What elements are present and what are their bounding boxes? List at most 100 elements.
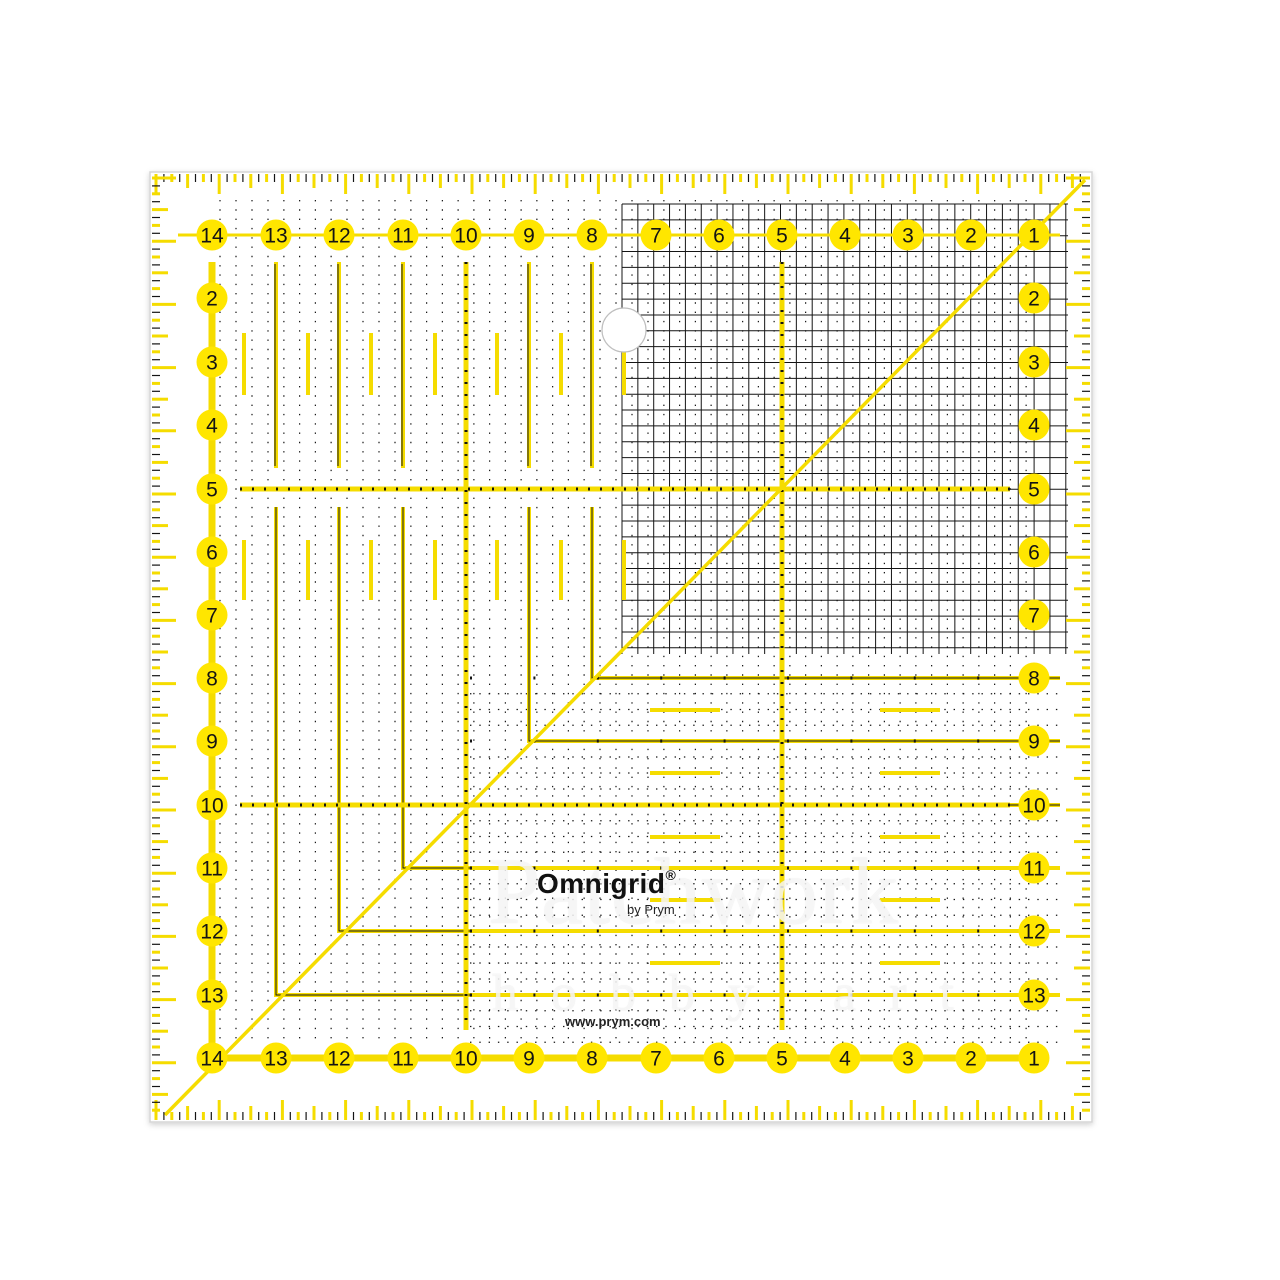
- right-scale-label-badge: [1018, 979, 1050, 1011]
- hanging-hole: [601, 307, 647, 353]
- top-scale-label-badge: [1018, 219, 1050, 251]
- right-scale-label-badge: [1018, 473, 1050, 505]
- right-scale-label-badge: [1018, 599, 1050, 631]
- left-scale-label-badge: [196, 536, 228, 568]
- bottom-scale-label: 4: [839, 1048, 851, 1071]
- bottom-scale-label-badge: [513, 1042, 545, 1074]
- left-scale-label-badge: [196, 725, 228, 757]
- top-scale-label-badge: [513, 219, 545, 251]
- bottom-scale-label: 1: [1028, 1048, 1040, 1071]
- right-scale-label-badge: [1018, 789, 1050, 821]
- top-scale-label-badge: [892, 219, 924, 251]
- bottom-scale-label-badge: [640, 1042, 672, 1074]
- top-scale-label-badge: [196, 219, 228, 251]
- top-scale-label: 4: [839, 225, 851, 248]
- left-scale-label-badge: [196, 979, 228, 1011]
- left-scale-label-badge: [196, 789, 228, 821]
- top-scale-label: 8: [586, 225, 598, 248]
- left-scale-label: 12: [200, 921, 223, 944]
- top-scale-label: 9: [523, 225, 535, 248]
- right-scale-label-badge: [1018, 725, 1050, 757]
- left-scale-label-badge: [196, 409, 228, 441]
- right-scale-label-badge: [1018, 662, 1050, 694]
- top-scale-label: 14: [200, 225, 224, 248]
- watermark-line-1: Patchwork: [488, 840, 900, 944]
- bottom-scale-label: 8: [586, 1048, 598, 1071]
- watermark-line-2: hobby art: [492, 965, 987, 1022]
- left-scale-label: 2: [206, 288, 218, 311]
- top-scale-label-badge: [955, 219, 987, 251]
- left-scale-label-badge: [196, 662, 228, 694]
- bottom-scale-label-badge: [450, 1042, 482, 1074]
- bottom-scale-label-badge: [196, 1042, 228, 1074]
- bottom-scale-label-badge: [260, 1042, 292, 1074]
- top-scale-label: 2: [965, 225, 977, 248]
- left-scale-label-badge: [196, 915, 228, 947]
- right-scale-label-badge: [1018, 346, 1050, 378]
- top-scale-label: 3: [902, 225, 914, 248]
- top-scale-label: 1: [1028, 225, 1040, 248]
- left-scale-label: 13: [200, 985, 223, 1008]
- top-scale-label-badge: [766, 219, 798, 251]
- right-scale-label: 5: [1028, 479, 1040, 502]
- left-scale-label-badge: [196, 599, 228, 631]
- top-scale-label: 12: [327, 225, 350, 248]
- left-scale-label: 10: [200, 795, 223, 818]
- right-scale-label-badge: [1018, 915, 1050, 947]
- left-scale-label: 8: [206, 668, 218, 691]
- diagonal-45-line: [163, 178, 1087, 1117]
- website-text: www.prym.com: [565, 1014, 661, 1029]
- top-scale-label: 10: [454, 225, 477, 248]
- right-scale-label: 3: [1028, 352, 1040, 375]
- left-scale-label: 6: [206, 542, 218, 565]
- left-scale-label: 5: [206, 479, 218, 502]
- top-scale-label-badge: [829, 219, 861, 251]
- brand-logo: Omnigrid®: [537, 867, 677, 899]
- left-scale-label-badge: [196, 282, 228, 314]
- top-scale-label: 11: [392, 225, 414, 248]
- ruler-grid: [152, 174, 1090, 1120]
- bottom-scale-label-badge: [576, 1042, 608, 1074]
- right-scale-label: 11: [1023, 858, 1045, 881]
- bottom-scale-label-badge: [1018, 1042, 1050, 1074]
- right-scale-label: 10: [1022, 795, 1045, 818]
- bottom-scale-label-badge: [387, 1042, 419, 1074]
- bottom-scale-label-badge: [892, 1042, 924, 1074]
- bottom-scale-label: 7: [650, 1048, 662, 1071]
- top-scale-label-badge: [576, 219, 608, 251]
- top-scale-label: 5: [776, 225, 788, 248]
- right-scale-label-badge: [1018, 409, 1050, 441]
- right-scale-label: 6: [1028, 542, 1040, 565]
- left-scale-label: 9: [206, 731, 218, 754]
- right-scale-label-badge: [1018, 536, 1050, 568]
- right-scale-label: 7: [1028, 605, 1040, 628]
- top-scale-label-badge: [387, 219, 419, 251]
- bottom-scale-label-badge: [323, 1042, 355, 1074]
- registered-mark: ®: [665, 867, 677, 883]
- left-scale-label: 4: [206, 415, 218, 438]
- top-scale-label-badge: [323, 219, 355, 251]
- corner-guide-core: [528, 507, 1060, 742]
- bottom-scale-label: 9: [523, 1048, 535, 1071]
- right-scale-label: 8: [1028, 668, 1040, 691]
- bottom-scale-label: 11: [392, 1048, 414, 1071]
- bottom-scale-label-badge: [766, 1042, 798, 1074]
- right-scale-label: 2: [1028, 288, 1040, 311]
- top-scale-label-badge: [450, 219, 482, 251]
- right-scale-label-badge: [1018, 852, 1050, 884]
- right-scale-label: 9: [1028, 731, 1040, 754]
- left-scale-label-badge: [196, 346, 228, 378]
- bottom-scale-label: 3: [902, 1048, 914, 1071]
- top-scale-label: 7: [650, 225, 662, 248]
- bottom-scale-label-badge: [955, 1042, 987, 1074]
- top-scale-label-badge: [640, 219, 672, 251]
- corner-guide-core: [591, 507, 1060, 679]
- top-scale-label-badge: [260, 219, 292, 251]
- bottom-scale-label: 14: [200, 1048, 224, 1071]
- bottom-scale-label: 12: [327, 1048, 350, 1071]
- brand-name: Omnigrid: [537, 868, 666, 899]
- bottom-scale-label: 2: [965, 1048, 977, 1071]
- right-scale-label: 13: [1022, 985, 1045, 1008]
